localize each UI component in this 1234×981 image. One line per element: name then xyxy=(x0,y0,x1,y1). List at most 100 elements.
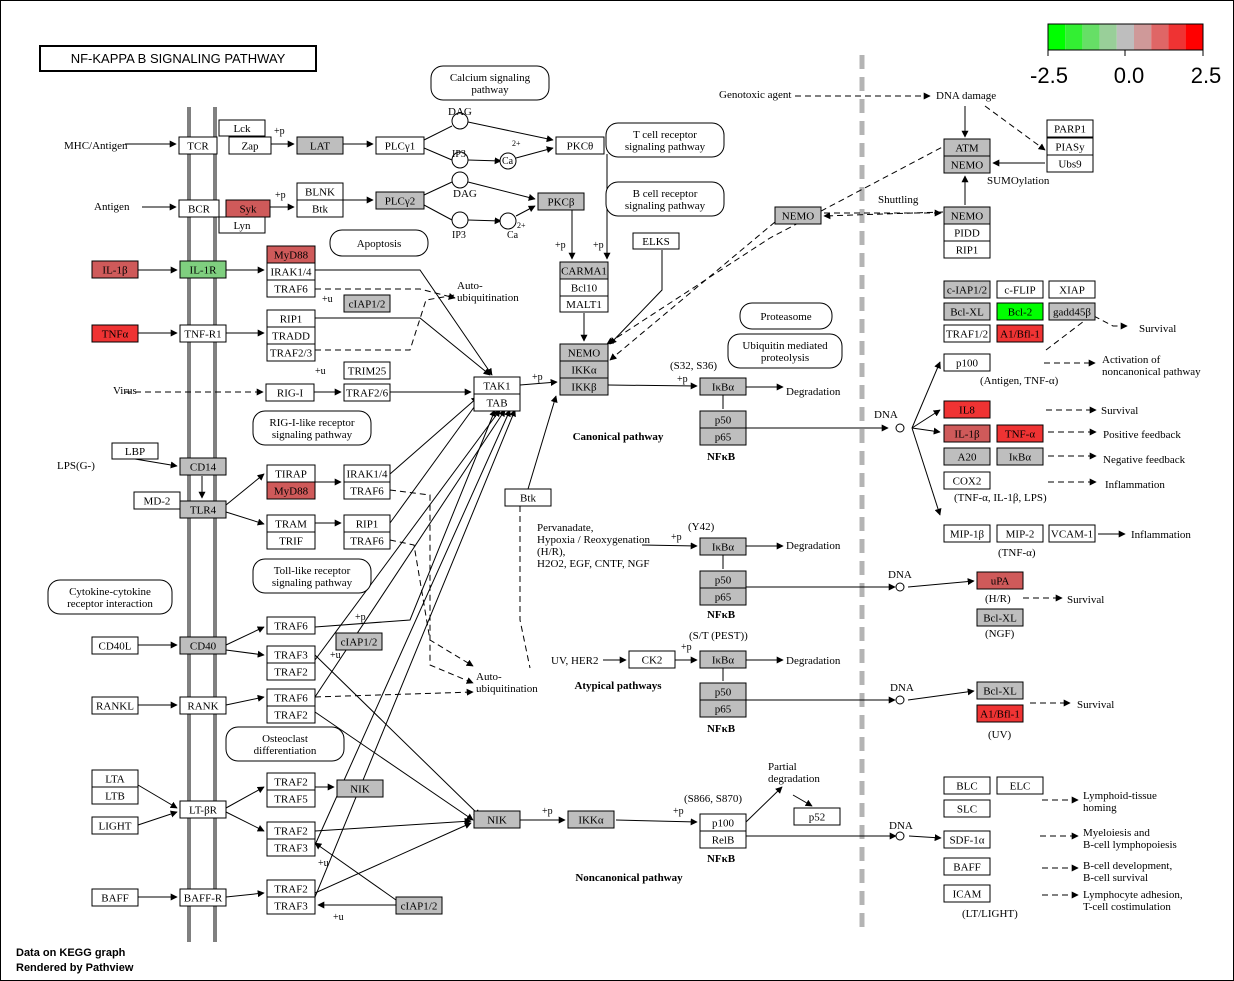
gene-node-nik2[interactable]: NIK xyxy=(473,810,521,829)
gene-node-bclxl3[interactable]: Bcl-XL xyxy=(976,681,1024,700)
gene-node-pidd[interactable]: PIDD xyxy=(943,223,991,242)
gene-node-tab[interactable]: TAB xyxy=(473,393,521,412)
gene-node-mip1b[interactable]: MIP-1β xyxy=(943,524,991,543)
gene-node-p100r[interactable]: p100 xyxy=(943,353,991,372)
gene-node-myd88b[interactable]: MyD88 xyxy=(266,481,316,500)
gene-node-cd40[interactable]: CD40 xyxy=(179,636,227,655)
gene-node-rigi[interactable]: RIG-I xyxy=(265,383,315,402)
gene-node-lyn[interactable]: Lyn xyxy=(218,216,266,234)
gene-node-nemo2[interactable]: NEMO xyxy=(774,206,822,225)
gene-node-light[interactable]: LIGHT xyxy=(91,816,139,835)
gene-node-rip1c[interactable]: RIP1 xyxy=(943,240,991,259)
gene-node-traf2a[interactable]: TRAF2 xyxy=(266,662,316,681)
gene-node-trim25[interactable]: TRIM25 xyxy=(343,361,391,380)
gene-node-rankl[interactable]: RANKL xyxy=(91,696,139,715)
gene-node-lta[interactable]: LTA xyxy=(91,769,139,788)
gene-node-il1b_l[interactable]: IL-1β xyxy=(91,260,139,279)
gene-node-cflip[interactable]: c-FLIP xyxy=(996,280,1044,299)
gene-node-ikkb[interactable]: IKKβ xyxy=(559,377,609,396)
gene-node-trif[interactable]: TRIF xyxy=(266,531,316,550)
gene-node-a20[interactable]: A20 xyxy=(943,447,991,466)
gene-node-plcg2[interactable]: PLCγ2 xyxy=(375,191,425,210)
gene-node-p50c[interactable]: p50 xyxy=(699,682,747,701)
gene-node-ltb[interactable]: LTB xyxy=(91,786,139,805)
gene-node-traf2_6[interactable]: TRAF2/6 xyxy=(343,383,391,402)
gene-node-il1b_r[interactable]: IL-1β xyxy=(943,424,991,443)
gene-node-p100[interactable]: p100 xyxy=(699,813,747,832)
gene-node-traf6b[interactable]: TRAF6 xyxy=(343,481,391,500)
gene-node-piasy[interactable]: PIASy xyxy=(1046,137,1094,156)
gene-node-ikba1[interactable]: IκBα xyxy=(699,377,747,396)
gene-node-malt1[interactable]: MALT1 xyxy=(559,295,609,313)
gene-node-traf5[interactable]: TRAF5 xyxy=(266,789,316,808)
gene-node-traf2e[interactable]: TRAF2 xyxy=(266,879,316,898)
gene-node-p65b[interactable]: p65 xyxy=(699,587,747,606)
gene-node-tradd[interactable]: TRADD xyxy=(266,326,316,345)
gene-node-nik1[interactable]: NIK xyxy=(336,779,384,798)
gene-node-a1bfl1a[interactable]: A1/Bfl-1 xyxy=(996,324,1044,343)
pathway-link-apoptosis[interactable]: Apoptosis xyxy=(329,229,429,257)
gene-node-bcl2[interactable]: Bcl-2 xyxy=(996,302,1044,321)
gene-node-p52[interactable]: p52 xyxy=(793,807,841,826)
gene-node-carma1[interactable]: CARMA1 xyxy=(559,261,609,280)
gene-node-il1r[interactable]: IL-1R xyxy=(179,260,227,279)
gene-node-irak14a[interactable]: IRAK1/4 xyxy=(266,262,316,281)
gene-node-tak1[interactable]: TAK1 xyxy=(473,376,521,395)
gene-node-traf2b[interactable]: TRAF2 xyxy=(266,705,316,724)
gene-node-traf6e[interactable]: TRAF6 xyxy=(266,688,316,707)
gene-node-ikba3[interactable]: IκBα xyxy=(699,650,747,669)
gene-node-baff_r[interactable]: BAFF xyxy=(943,857,991,876)
gene-node-traf2d[interactable]: TRAF2 xyxy=(266,821,316,840)
gene-node-bclxl2[interactable]: Bcl-XL xyxy=(976,608,1024,627)
gene-node-nemo1[interactable]: NEMO xyxy=(559,343,609,362)
gene-node-cd14[interactable]: CD14 xyxy=(179,457,227,476)
gene-node-lbp[interactable]: LBP xyxy=(111,442,159,460)
gene-node-p50b[interactable]: p50 xyxy=(699,570,747,589)
gene-node-traf12[interactable]: TRAF1/2 xyxy=(943,324,991,343)
gene-node-lck[interactable]: Lck xyxy=(218,119,266,137)
gene-node-traf2c[interactable]: TRAF2 xyxy=(266,772,316,791)
gene-node-lat[interactable]: LAT xyxy=(296,136,344,155)
gene-node-pkcb[interactable]: PKCβ xyxy=(537,192,585,211)
gene-node-irak14b[interactable]: IRAK1/4 xyxy=(343,464,391,483)
gene-node-tram[interactable]: TRAM xyxy=(266,514,316,533)
gene-node-bclxl1[interactable]: Bcl-XL xyxy=(943,302,991,321)
gene-node-p50a[interactable]: p50 xyxy=(699,410,747,429)
gene-node-icam[interactable]: ICAM xyxy=(943,884,991,903)
gene-node-ikba_r[interactable]: IκBα xyxy=(996,447,1044,466)
gene-node-traf3c[interactable]: TRAF3 xyxy=(266,896,316,915)
gene-node-tlr4[interactable]: TLR4 xyxy=(179,500,227,519)
gene-node-parp1[interactable]: PARP1 xyxy=(1046,119,1094,138)
gene-node-tcr[interactable]: TCR xyxy=(178,136,218,155)
gene-node-rip1b[interactable]: RIP1 xyxy=(343,514,391,533)
gene-node-il8[interactable]: IL8 xyxy=(943,400,991,419)
gene-node-p65c[interactable]: p65 xyxy=(699,699,747,718)
gene-node-tirap[interactable]: TIRAP xyxy=(266,464,316,483)
gene-node-cd40l[interactable]: CD40L xyxy=(91,636,139,655)
gene-node-traf3a[interactable]: TRAF3 xyxy=(266,645,316,664)
gene-node-atm[interactable]: ATM xyxy=(943,138,991,157)
gene-node-mip2[interactable]: MIP-2 xyxy=(996,524,1044,543)
gene-node-ciap12c[interactable]: cIAP1/2 xyxy=(395,896,443,915)
gene-node-tnfr1[interactable]: TNF-R1 xyxy=(179,324,227,343)
gene-node-traf3b[interactable]: TRAF3 xyxy=(266,838,316,857)
gene-node-a1bfl1b[interactable]: A1/Bfl-1 xyxy=(976,704,1024,723)
gene-node-ltbr[interactable]: LT-βR xyxy=(179,800,227,819)
gene-node-md2[interactable]: MD-2 xyxy=(133,491,181,510)
gene-node-traf6c[interactable]: TRAF6 xyxy=(343,531,391,550)
gene-node-rip1a[interactable]: RIP1 xyxy=(266,309,316,328)
gene-node-sdf1a[interactable]: SDF-1α xyxy=(943,830,991,849)
gene-node-elks[interactable]: ELKS xyxy=(632,232,680,250)
gene-node-ciap12d[interactable]: c-IAP1/2 xyxy=(943,280,991,299)
gene-node-ikba2[interactable]: IκBα xyxy=(699,537,747,556)
gene-node-cox2[interactable]: COX2 xyxy=(943,471,991,490)
gene-node-traf6d[interactable]: TRAF6 xyxy=(266,616,316,635)
gene-node-xiap[interactable]: XIAP xyxy=(1048,280,1096,299)
gene-node-plcg1[interactable]: PLCγ1 xyxy=(375,136,425,155)
gene-node-ubs9[interactable]: Ubs9 xyxy=(1046,154,1094,173)
